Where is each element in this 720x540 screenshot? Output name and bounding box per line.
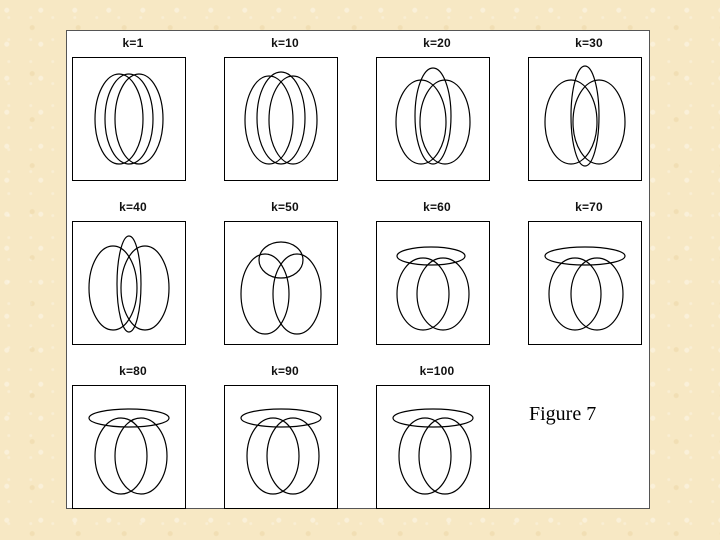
- panel-label: k=70: [575, 200, 603, 214]
- loop-curves: [94, 73, 164, 165]
- panel-label: k=30: [575, 36, 603, 50]
- plot-frame: [376, 385, 490, 509]
- panel-k60: k=60: [371, 195, 523, 359]
- plot-frame: [72, 57, 186, 181]
- plot-frame: [72, 221, 186, 345]
- figure-caption: Figure 7: [529, 403, 597, 425]
- panel-label: k=100: [419, 364, 455, 378]
- plot-frame: [224, 57, 338, 181]
- loop-curves: [240, 241, 322, 335]
- panel-k50: k=50: [219, 195, 371, 359]
- panel-label: k=10: [271, 36, 299, 50]
- plot-frame: [528, 57, 642, 181]
- panel-k90: k=90: [219, 359, 371, 523]
- loop-curves: [244, 71, 318, 165]
- figure-panel: k=1 k=10 k=20: [66, 30, 650, 509]
- panel-label: k=80: [119, 364, 147, 378]
- plot-frame: [72, 385, 186, 509]
- panel-label: k=60: [423, 200, 451, 214]
- panel-k70: k=70: [523, 195, 675, 359]
- panel-k100: k=100: [371, 359, 523, 523]
- loop-curves: [392, 408, 474, 495]
- panel-k40: k=40: [67, 195, 219, 359]
- panel-label: k=50: [271, 200, 299, 214]
- panel-k10: k=10: [219, 31, 371, 195]
- plot-frame: [376, 57, 490, 181]
- panel-label: k=40: [119, 200, 147, 214]
- plot-frame: [224, 221, 338, 345]
- panel-label: k=90: [271, 364, 299, 378]
- loop-curves: [88, 235, 170, 333]
- loop-curves: [544, 65, 626, 167]
- loop-curves: [88, 408, 170, 495]
- panel-label: k=20: [423, 36, 451, 50]
- panel-k80: k=80: [67, 359, 219, 523]
- panel-k20: k=20: [371, 31, 523, 195]
- panel-k1: k=1: [67, 31, 219, 195]
- panel-label: k=1: [122, 36, 144, 50]
- loop-curves: [240, 408, 322, 495]
- plot-frame: [528, 221, 642, 345]
- loop-curves: [396, 246, 470, 331]
- plot-frame: [376, 221, 490, 345]
- plot-frame: [224, 385, 338, 509]
- loop-curves: [395, 67, 471, 165]
- panel-k30: k=30: [523, 31, 675, 195]
- loop-curves: [544, 246, 626, 331]
